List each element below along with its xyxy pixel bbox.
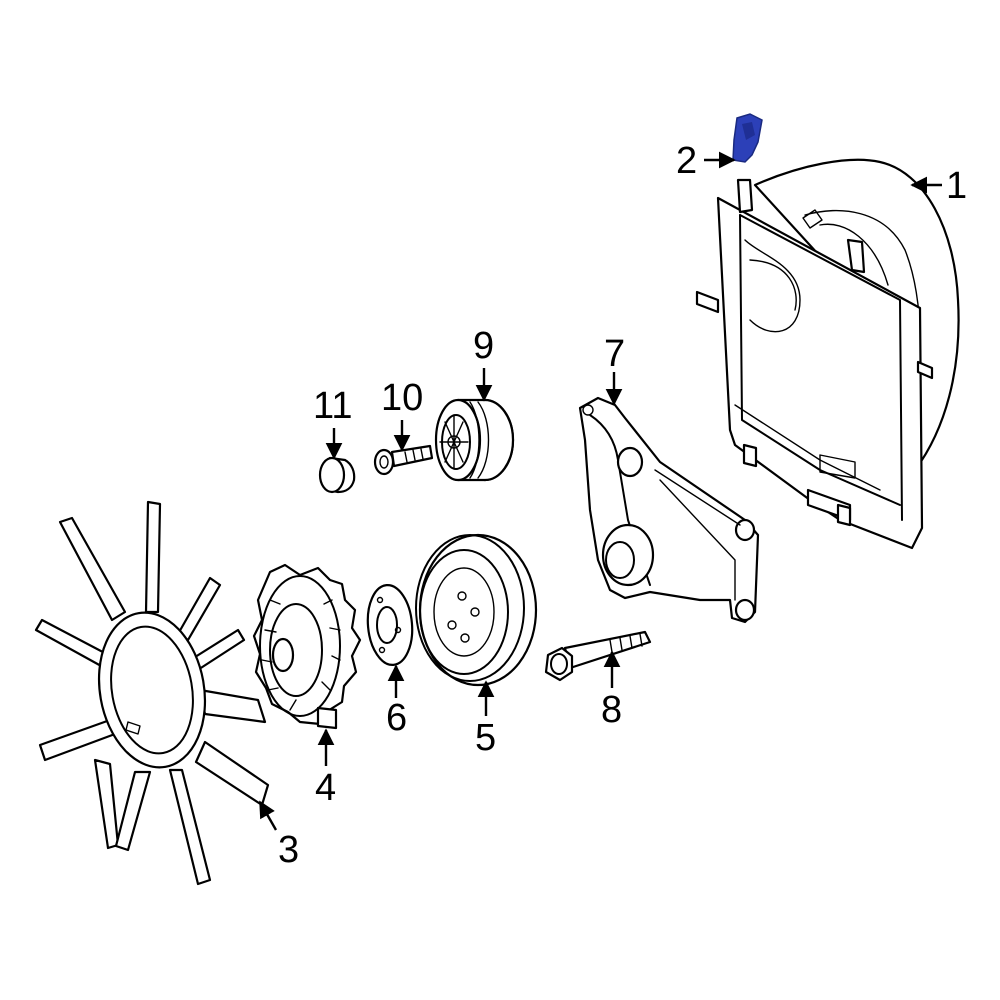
callout-11: 11 bbox=[313, 385, 352, 427]
callout-8: 8 bbox=[601, 689, 622, 731]
callout-5: 5 bbox=[475, 717, 496, 759]
fan-clutch-part[interactable] bbox=[252, 563, 362, 730]
shroud-clip-part[interactable] bbox=[732, 113, 763, 163]
idler-bolt-part[interactable] bbox=[373, 444, 434, 476]
callout-labels: 1 2 3 4 5 6 7 8 9 10 11 bbox=[278, 140, 967, 871]
callout-9: 9 bbox=[473, 325, 494, 367]
callout-3: 3 bbox=[278, 829, 299, 871]
fan-shroud-part[interactable] bbox=[695, 158, 960, 550]
leader-3 bbox=[258, 800, 278, 831]
callout-7: 7 bbox=[604, 333, 625, 375]
callout-10: 10 bbox=[381, 377, 423, 419]
callout-6: 6 bbox=[386, 697, 407, 739]
callout-2: 2 bbox=[676, 140, 697, 182]
long-bolt-part[interactable] bbox=[544, 630, 652, 682]
dust-cap-part[interactable] bbox=[318, 456, 356, 494]
fan-blade-part[interactable] bbox=[34, 500, 270, 886]
pulley-part[interactable] bbox=[415, 533, 538, 687]
washer-part[interactable] bbox=[365, 583, 416, 667]
idler-pulley-part[interactable] bbox=[434, 398, 515, 482]
callout-1: 1 bbox=[946, 165, 967, 207]
bracket-part[interactable] bbox=[578, 396, 760, 624]
leader-lines bbox=[258, 151, 942, 831]
callout-4: 4 bbox=[315, 767, 336, 809]
